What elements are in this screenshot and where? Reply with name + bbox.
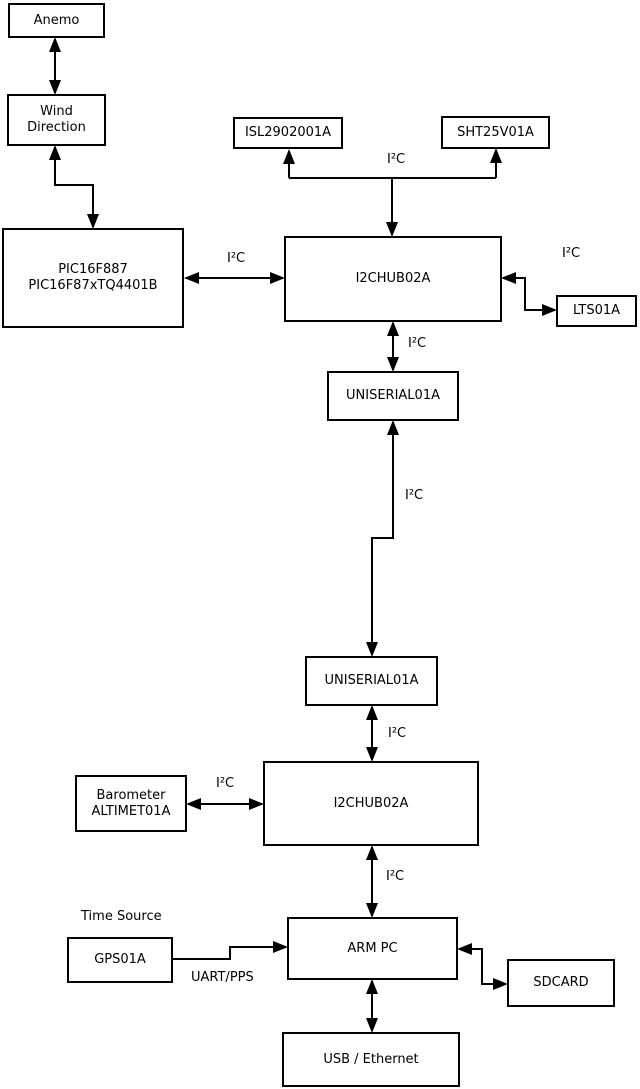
node-uniserial01a-upper-label: UNISERIAL01A [346, 388, 440, 403]
connector-uniserial1-uniserial2 [366, 420, 399, 657]
node-arm-pc-label: ARM PC [347, 940, 398, 956]
node-uniserial01a-lower: UNISERIAL01A [305, 656, 438, 706]
edge-label-pic-hub1-i2c: I²C [227, 251, 246, 266]
edge-label-uniserial2-hub2-i2c: I²C [388, 726, 407, 741]
node-usb-ethernet: USB / Ethernet [282, 1032, 460, 1087]
connector-gps-arm [173, 941, 288, 960]
node-i2chub02a-upper-label: I2CHUB02A [355, 271, 431, 286]
edge-label-hub1-lts-i2c: I²C [562, 246, 581, 261]
node-isl2902001a: ISL2902001A [233, 117, 343, 149]
node-i2chub02a-lower-label: I2CHUB02A [333, 795, 409, 811]
connector-wind-pic [49, 145, 99, 229]
node-gps01a-label: GPS01A [94, 952, 146, 967]
connector-hub1-lts [501, 272, 557, 316]
edge-label-hub2-arm-i2c: I²C [386, 869, 405, 884]
node-pic16f887-label-line2: PIC16F87xTQ4401B [28, 278, 158, 293]
node-wind-direction-label-line1: Wind [40, 104, 73, 119]
node-usb-ethernet-label: USB / Ethernet [323, 1051, 419, 1067]
node-sdcard: SDCARD [507, 959, 615, 1007]
edge-label-time-source: Time Source [81, 909, 162, 924]
node-uniserial01a-upper: UNISERIAL01A [327, 371, 459, 421]
edge-label-uniserial-link-i2c: I²C [405, 488, 424, 503]
node-barometer-altimet01a: Barometer ALTIMET01A [75, 775, 187, 832]
node-pic16f887-label-line1: PIC16F887 [58, 262, 128, 277]
node-pic16f887: PIC16F887 PIC16F87xTQ4401B [2, 228, 184, 328]
node-wind-direction-label-line2: Direction [27, 120, 86, 135]
node-wind-direction: Wind Direction [7, 94, 106, 146]
node-arm-pc: ARM PC [287, 917, 458, 980]
node-sht25v01a-label: SHT25V01A [457, 124, 534, 140]
node-sht25v01a: SHT25V01A [441, 116, 550, 149]
edge-label-barometer-hub2-i2c: I²C [216, 776, 235, 791]
edge-label-hub1-uniserial1-i2c: I²C [408, 336, 427, 351]
node-barometer-label-line1: Barometer [96, 787, 166, 803]
node-isl2902001a-label: ISL2902001A [244, 125, 332, 140]
node-i2chub02a-lower: I2CHUB02A [263, 761, 479, 846]
connector-arm-sdcard [457, 943, 508, 990]
node-lts01a-label: LTS01A [572, 303, 621, 318]
node-anemo: Anemo [8, 3, 105, 38]
edge-label-sensor-bus-i2c: I²C [387, 152, 406, 167]
node-lts01a: LTS01A [556, 295, 637, 327]
node-i2chub02a-upper: I2CHUB02A [284, 236, 502, 322]
node-gps01a: GPS01A [67, 937, 173, 983]
node-barometer-label-line2: ALTIMET01A [91, 803, 171, 819]
node-uniserial01a-lower-label: UNISERIAL01A [324, 673, 419, 688]
node-sdcard-label: SDCARD [533, 975, 589, 990]
edge-label-gps-arm-uart-pps: UART/PPS [191, 970, 254, 985]
node-anemo-label: Anemo [33, 12, 80, 28]
